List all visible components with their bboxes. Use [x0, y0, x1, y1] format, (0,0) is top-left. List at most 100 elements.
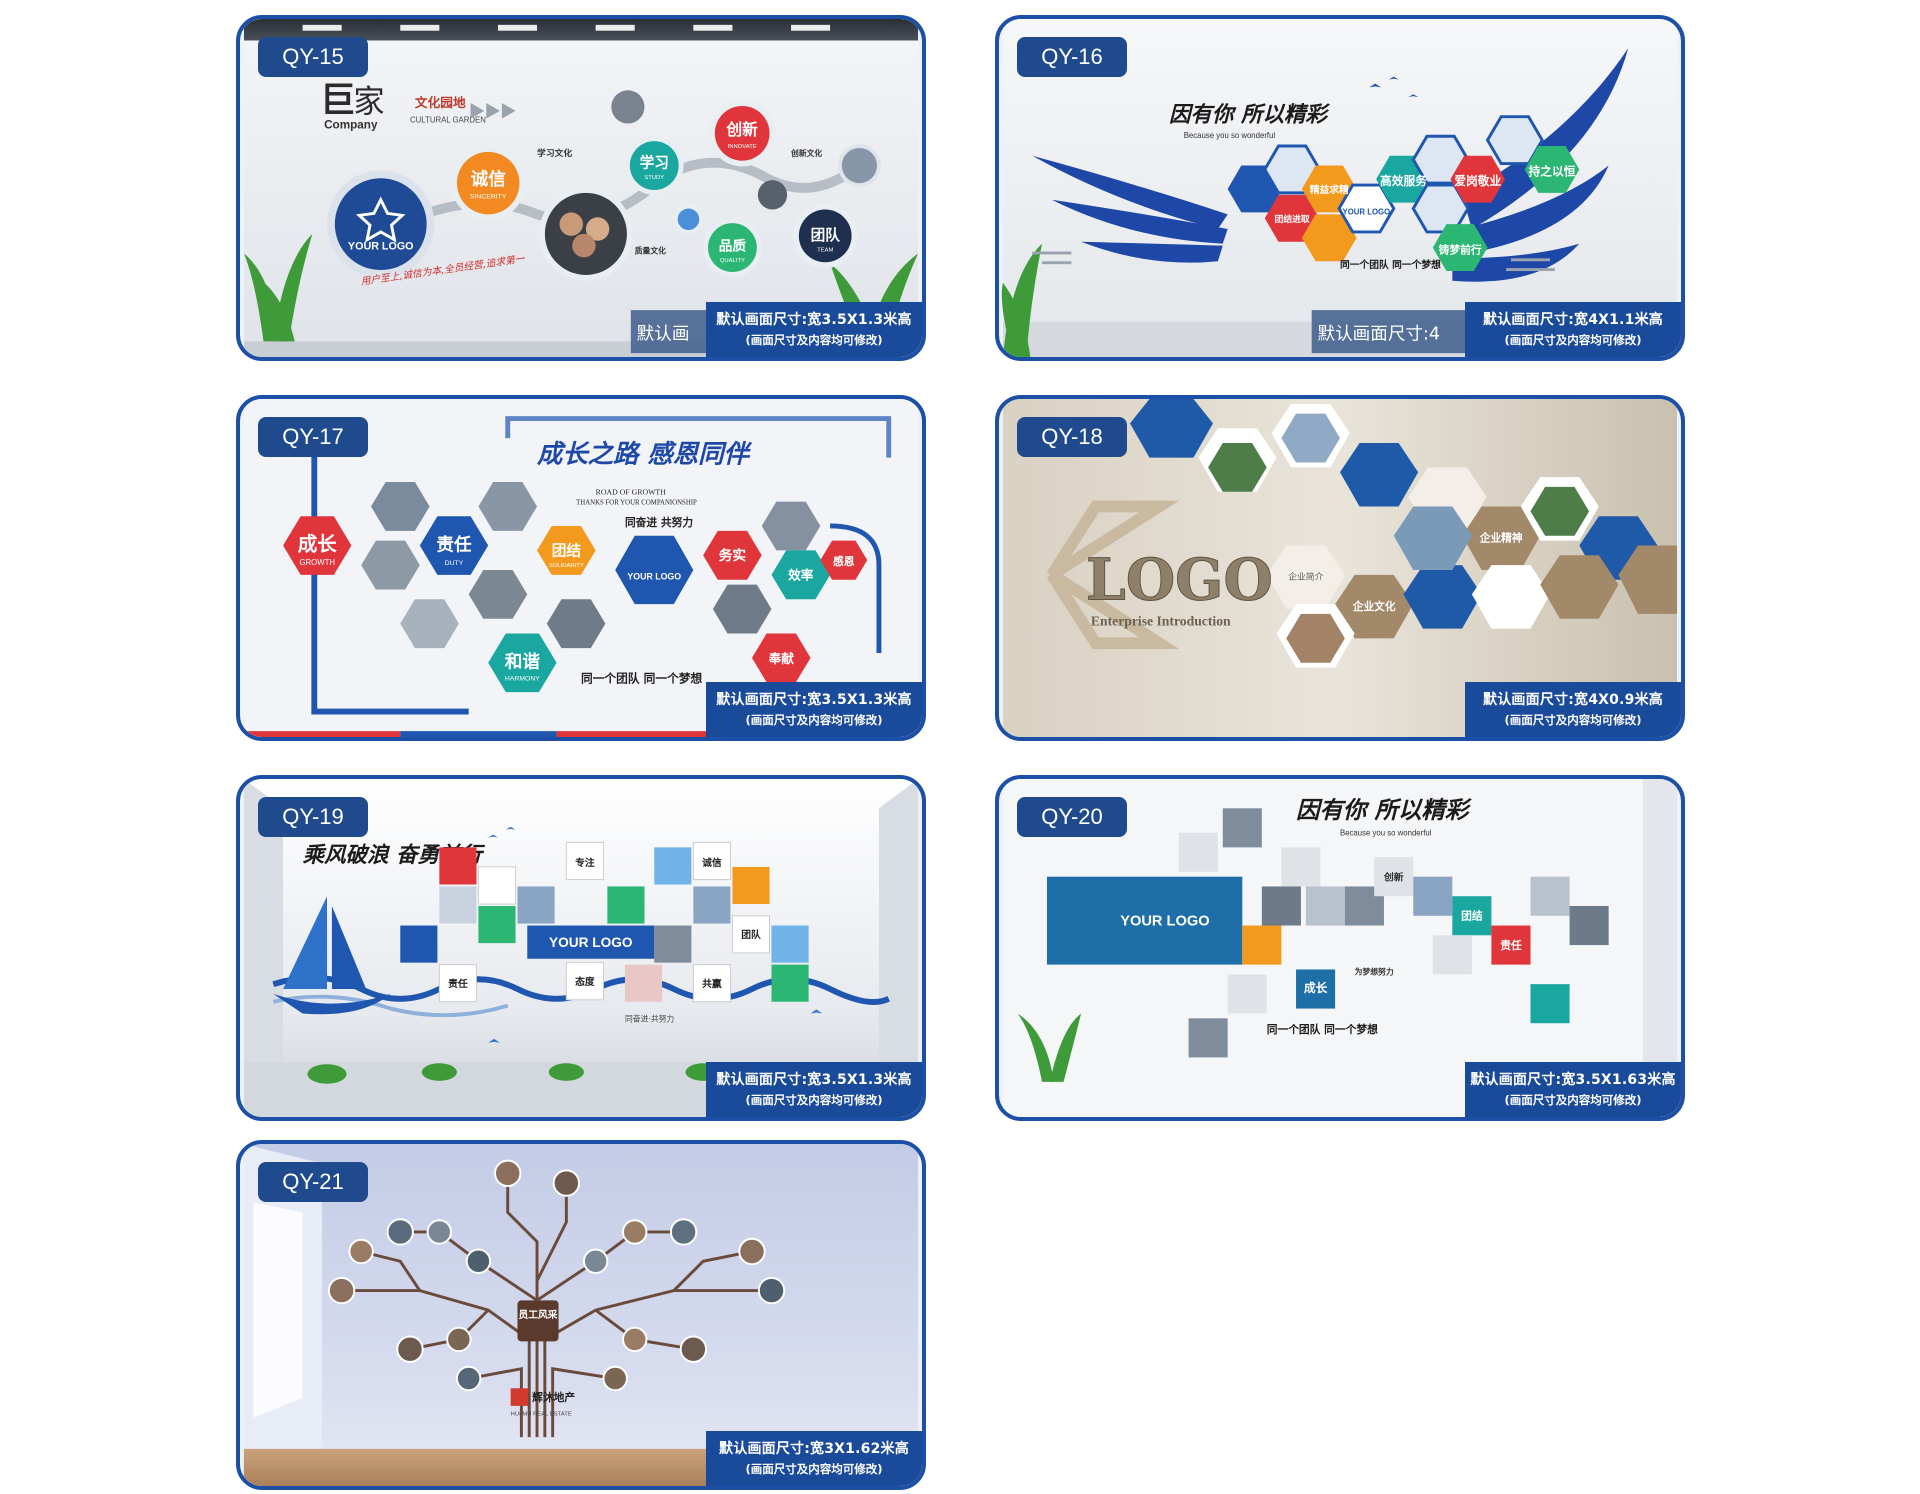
- plant-left: [1001, 243, 1043, 357]
- svg-text:因有你 所以精彩: 因有你 所以精彩: [1296, 796, 1472, 824]
- size-spec-line: 默认画面尺寸:宽3.5X1.3米高: [716, 692, 912, 708]
- svg-text:成长: 成长: [1304, 981, 1328, 995]
- svg-text:TEAM: TEAM: [817, 247, 833, 253]
- size-spec-box: 默认画面尺寸:宽3.5X1.3米高 (画面尺寸及内容均可修改): [706, 1062, 922, 1117]
- svg-text:YOUR LOGO: YOUR LOGO: [549, 935, 633, 950]
- circle-team: 团队 TEAM: [792, 203, 858, 269]
- svg-text:团结: 团结: [1461, 910, 1483, 923]
- size-spec-note: (画面尺寸及内容均可修改): [745, 713, 883, 727]
- svg-text:诚信: 诚信: [702, 856, 722, 869]
- size-spec-box: 默认画面尺寸:宽3.5X1.63米高 (画面尺寸及内容均可修改): [1465, 1062, 1681, 1117]
- svg-text:奉献: 奉献: [768, 651, 795, 666]
- svg-text:YOUR LOGO: YOUR LOGO: [1120, 914, 1209, 930]
- svg-text:SINCERITY: SINCERITY: [470, 194, 507, 201]
- svg-text:ROAD OF GROWTH: ROAD OF GROWTH: [596, 488, 667, 497]
- svg-text:YOUR LOGO: YOUR LOGO: [1343, 207, 1391, 216]
- product-code-tag: QY-15: [258, 37, 368, 77]
- svg-text:CULTURAL GARDEN: CULTURAL GARDEN: [410, 116, 486, 125]
- size-spec-box: 默认画面尺寸:宽4X0.9米高 (画面尺寸及内容均可修改): [1465, 682, 1681, 737]
- svg-text:为梦想努力: 为梦想努力: [1355, 966, 1394, 976]
- svg-text:感恩: 感恩: [833, 555, 855, 568]
- svg-text:同一个团队 同一个梦想: 同一个团队 同一个梦想: [1267, 1023, 1378, 1036]
- circle-sincerity: 诚信 SINCERITY: [451, 145, 526, 221]
- photo-circles: [327, 1159, 786, 1392]
- svg-text:态度: 态度: [575, 975, 595, 988]
- svg-text:持之以恒: 持之以恒: [1529, 164, 1576, 178]
- hexagon-cluster: [1227, 115, 1580, 272]
- svg-text:创新: 创新: [1383, 871, 1404, 884]
- svg-text:学习: 学习: [640, 153, 669, 171]
- product-card-qy17[interactable]: 成长 GROWTH 责任 DUTY 团结 SOLIDARITY 务实 效率 感恩…: [236, 395, 926, 741]
- product-photo: 乘风破浪 奋勇前行 YOUR LOGO 专注 诚信 团: [243, 779, 919, 1117]
- svg-text:因有你 所以精彩: 因有你 所以精彩: [1169, 103, 1330, 128]
- svg-text:同奋进 共努力: 同奋进 共努力: [625, 516, 693, 529]
- product-card-qy15[interactable]: 巨 家 Company 文化园地 CULTURAL GARDEN YOUR LO…: [236, 15, 926, 361]
- left-wing: [1032, 155, 1228, 263]
- product-card-qy20[interactable]: YOUR LOGO 成长 团结 责任 创新 因有你 所以精彩 Because y: [995, 775, 1685, 1121]
- svg-text:专注: 专注: [575, 856, 595, 869]
- svg-text:团队: 团队: [741, 928, 761, 941]
- svg-text:INNOVATE: INNOVATE: [728, 144, 757, 150]
- product-card-qy18[interactable]: LOGO Enterprise Introduction 企业简介 企业文化 企…: [995, 395, 1685, 741]
- product-code-tag: QY-16: [1017, 37, 1127, 77]
- svg-text:同一个团队 同一个梦想: 同一个团队 同一个梦想: [581, 671, 703, 685]
- svg-text:Because you so wonderful: Because you so wonderful: [1184, 131, 1276, 140]
- tile-grid: [400, 842, 809, 1003]
- size-spec-box: 默认画面尺寸:宽4X1.1米高 (画面尺寸及内容均可修改): [1465, 302, 1681, 357]
- circle-innovate: 创新 INNOVATE: [708, 100, 776, 167]
- photo-circle-team: [538, 187, 633, 281]
- svg-text:SOLIDARITY: SOLIDARITY: [549, 563, 584, 569]
- hexagon-wall: [1129, 399, 1678, 668]
- svg-text:同一个团队 同一个梦想: 同一个团队 同一个梦想: [1340, 258, 1441, 271]
- svg-text:STUDY: STUDY: [644, 175, 664, 181]
- svg-text:爱岗敬业: 爱岗敬业: [1454, 174, 1501, 188]
- size-spec-line: 默认画面尺寸:宽4X1.1米高: [1483, 312, 1663, 328]
- svg-text:辉沐地产: 辉沐地产: [532, 1391, 575, 1404]
- tile-grid: [1178, 808, 1609, 1058]
- svg-text:企业简介: 企业简介: [1288, 571, 1323, 583]
- svg-text:责任: 责任: [436, 534, 472, 555]
- size-spec-line: 默认画面尺寸:宽3.5X1.3米高: [716, 312, 912, 328]
- right-wing: [1452, 48, 1629, 282]
- svg-text:务实: 务实: [719, 547, 747, 564]
- svg-text:诚信: 诚信: [471, 169, 506, 190]
- svg-text:HUI MU REAL ESTATE: HUI MU REAL ESTATE: [511, 1412, 572, 1418]
- circle-quality: 品质 QUALITY: [703, 218, 762, 277]
- sailboat-icon: [273, 896, 391, 1015]
- svg-text:企业精神: 企业精神: [1479, 532, 1523, 545]
- svg-text:HARMONY: HARMONY: [505, 675, 540, 682]
- size-spec-note: (画面尺寸及内容均可修改): [745, 1093, 883, 1107]
- svg-text:家: 家: [353, 84, 384, 120]
- product-photo: 高效服务 爱岗敬业 持之以恒 精益求精 铸梦前行 团结进取 YOUR LOGO …: [1001, 19, 1678, 357]
- company-logo-icon: 辉沐地产 HUI MU REAL ESTATE: [510, 1388, 575, 1418]
- svg-text:DUTY: DUTY: [445, 560, 464, 567]
- svg-text:企业文化: 企业文化: [1352, 600, 1396, 613]
- svg-text:学习文化: 学习文化: [537, 147, 572, 159]
- svg-text:效率: 效率: [788, 568, 814, 583]
- svg-text:责任: 责任: [448, 977, 468, 990]
- size-spec-line: 默认画面尺寸:宽4X0.9米高: [1483, 692, 1663, 708]
- product-card-qy19[interactable]: 乘风破浪 奋勇前行 YOUR LOGO 专注 诚信 团: [236, 775, 926, 1121]
- size-spec-box: 默认画面尺寸:宽3X1.62米高 (画面尺寸及内容均可修改): [706, 1431, 922, 1486]
- svg-text:创新文化: 创新文化: [790, 148, 822, 158]
- size-spec-note: (画面尺寸及内容均可修改): [1504, 333, 1642, 347]
- size-spec-line: 默认画面尺寸:宽3.5X1.3米高: [716, 1072, 912, 1088]
- svg-text:员工风采: 员工风采: [518, 1308, 557, 1321]
- size-spec-line: 默认画面尺寸:宽3X1.62米高: [719, 1441, 909, 1457]
- size-spec-note: (画面尺寸及内容均可修改): [745, 333, 883, 347]
- svg-text:高效服务: 高效服务: [1380, 174, 1427, 188]
- svg-text:Company: Company: [324, 118, 378, 131]
- svg-text:QUALITY: QUALITY: [720, 258, 745, 264]
- svg-text:责任: 责任: [1500, 939, 1522, 952]
- plant-left: [243, 233, 313, 342]
- size-spec-note: (画面尺寸及内容均可修改): [1504, 1093, 1642, 1107]
- svg-text:精益求精: 精益求精: [1310, 183, 1349, 196]
- size-spec-line: 默认画面尺寸:宽3.5X1.63米高: [1470, 1072, 1676, 1088]
- svg-text:YOUR LOGO: YOUR LOGO: [348, 241, 414, 253]
- svg-text:团队: 团队: [811, 226, 841, 244]
- plant-left: [1017, 1013, 1082, 1082]
- product-code-tag: QY-19: [258, 797, 368, 837]
- product-card-qy16[interactable]: 高效服务 爱岗敬业 持之以恒 精益求精 铸梦前行 团结进取 YOUR LOGO …: [995, 15, 1685, 361]
- svg-text:YOUR LOGO: YOUR LOGO: [627, 572, 681, 582]
- product-card-qy21[interactable]: 员工风采 辉沐地产 HUI MU REAL ESTATE QY-21 默认画面尺…: [236, 1140, 926, 1490]
